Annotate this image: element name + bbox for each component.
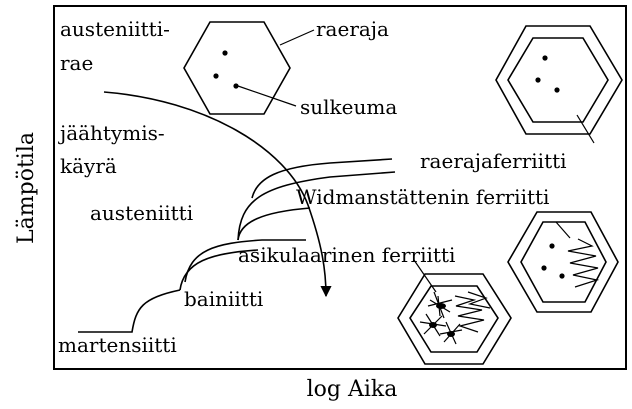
inclusion-dot	[535, 77, 540, 82]
acicular-ferrite-inner-hexagon	[410, 286, 498, 352]
acicular-ferrite-plates	[455, 296, 484, 332]
label-austenite-grain-line1: austeniitti-	[60, 17, 170, 41]
austenite-grain-hexagon	[184, 22, 290, 114]
inclusion-dot	[549, 243, 554, 248]
inclusion-dot	[233, 83, 238, 88]
widmanstatten-ferrite-inner-hexagon	[521, 222, 606, 302]
label-grain-boundary: raeraja	[316, 17, 389, 41]
label-cooling-curve-line2: käyrä	[60, 154, 117, 178]
label-bainite: bainiitti	[184, 287, 263, 311]
inclusion-dot	[541, 265, 546, 270]
widmanstatten-ferrite-curve	[238, 208, 310, 240]
x-axis-label: log Aika	[307, 377, 398, 402]
label-grain-boundary-ferrite: raerajaferriitti	[420, 149, 567, 173]
label-widmanstatten-ferrite: Widmanstättenin ferriitti	[296, 185, 549, 209]
inclusion-dot	[559, 273, 564, 278]
inclusion-dot	[222, 50, 227, 55]
inclusion-dot	[213, 73, 218, 78]
inclusion-dot	[554, 87, 559, 92]
label-austenite: austeniitti	[90, 201, 193, 225]
acicular-ferrite-outer-hexagon	[398, 274, 511, 364]
label-martensite: martensiitti	[58, 333, 177, 357]
acicular-ferrite-needles	[420, 292, 462, 344]
grain-boundary-leader	[280, 30, 314, 45]
y-axis-label: Lämpötila	[14, 132, 39, 244]
widmanstatten-leader	[556, 222, 570, 238]
inclusion-dot	[542, 55, 547, 60]
label-acicular-ferrite: asikulaarinen ferriitti	[238, 243, 455, 267]
widmanstatten-ferrite-outer-hexagon	[508, 212, 618, 312]
inclusion-leader	[238, 86, 296, 106]
label-cooling-curve-line1: jäähtymis-	[58, 121, 165, 145]
label-inclusion: sulkeuma	[300, 95, 397, 119]
widmanstatten-plates	[568, 239, 598, 287]
grain-boundary-ferrite-inner-hexagon	[508, 38, 608, 122]
grain-boundary-ferrite-outer-hexagon	[496, 26, 622, 134]
bainite-curve	[78, 290, 180, 332]
label-austenite-grain-line2: rae	[60, 51, 93, 75]
